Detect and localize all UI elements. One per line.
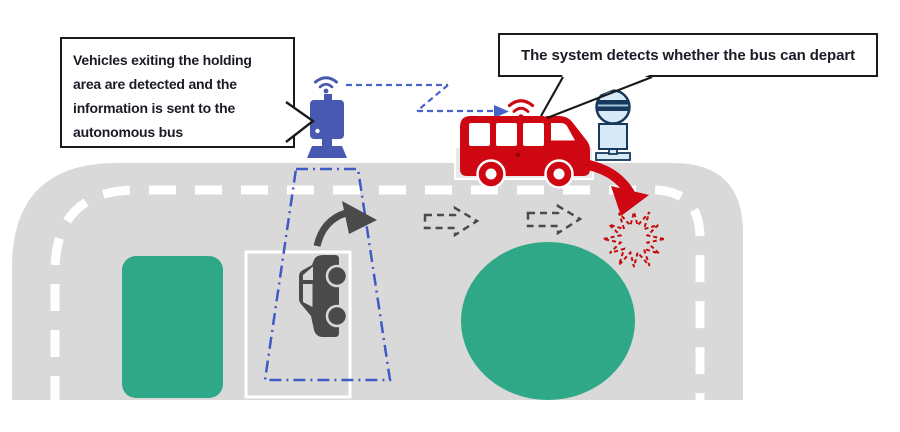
dashed-arrow-2 (526, 203, 583, 236)
dashed-arrow-1 (423, 205, 480, 238)
callout-right-tail (540, 74, 653, 120)
callout-left-tail (285, 101, 316, 143)
exit-arrow-icon (313, 201, 377, 247)
comm-arrowhead (494, 105, 509, 118)
holding-area-outline (244, 250, 352, 399)
road-lane-marking (50, 185, 705, 403)
collision-burst-icon (602, 208, 665, 268)
sensor-wifi-icon (314, 76, 338, 94)
callout-departure-check: The system detects whether the bus can d… (498, 33, 878, 77)
car-icon (299, 255, 349, 337)
callout-holding-area: Vehicles exiting the holding area are de… (60, 37, 295, 148)
bus-icon (460, 116, 590, 189)
sensor-icon (307, 76, 347, 158)
bus-stop-sign-icon (595, 89, 631, 161)
green-island-rect (122, 256, 223, 398)
green-island-circle (461, 242, 635, 400)
detection-zone (263, 167, 392, 382)
comm-link-line (346, 83, 509, 118)
